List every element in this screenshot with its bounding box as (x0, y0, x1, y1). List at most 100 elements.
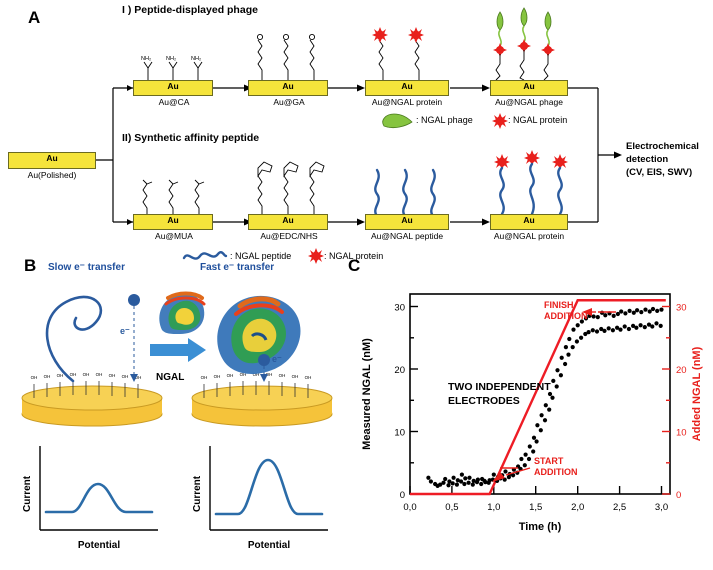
svg-text:10: 10 (394, 428, 405, 439)
svg-text:OH: OH (135, 375, 142, 380)
au-bar-ngal-peptide: Au (365, 214, 449, 230)
svg-text:NH₂: NH₂ (141, 56, 151, 62)
svg-text:Time (h): Time (h) (519, 521, 562, 533)
cv-peak-chart-left: Current Potential (22, 446, 158, 551)
svg-text:OH: OH (96, 372, 103, 377)
svg-text:Measured NGAL (nM): Measured NGAL (nM) (361, 338, 373, 450)
panel-a-letter: A (28, 8, 41, 27)
svg-text:0,0: 0,0 (403, 502, 416, 513)
ngal-protein-structure-icon (152, 288, 208, 336)
legend-phage-label: : NGAL phage (416, 115, 473, 125)
au-ngal-protein-row1-caption: Au@NGAL protein (371, 97, 443, 107)
svg-text:30: 30 (676, 303, 687, 314)
svg-text:OH: OH (266, 372, 273, 377)
au-ngal-peptide-chemistry (374, 168, 436, 218)
au-edc-nhs-chemistry (257, 161, 325, 216)
svg-text:OH: OH (122, 374, 129, 379)
svg-text:OH: OH (31, 375, 38, 380)
svg-text:OH: OH (214, 374, 221, 379)
svg-text:0,5: 0,5 (445, 502, 458, 513)
panel-b-schematic: OH OH OH OH OH OH OH OH OH e⁻ OH OH OH OH OH OH OH… (21, 294, 333, 427)
au-bar-ga: Au (248, 80, 328, 96)
svg-text:20: 20 (394, 365, 405, 376)
panel-c-letter: C (348, 256, 361, 275)
au-bar-ngal-protein-row2: Au (490, 214, 568, 230)
svg-text:Potential: Potential (78, 540, 120, 551)
au-polished-bar: Au (8, 152, 96, 169)
au-bar-mua: Au (133, 214, 213, 230)
panel-c-chart: 0 10 20 30 0 10 20 30 (361, 293, 703, 533)
svg-text:e⁻: e⁻ (272, 354, 282, 364)
svg-text:2,0: 2,0 (571, 502, 584, 513)
svg-text:Added NGAL (nM): Added NGAL (nM) (691, 346, 703, 441)
svg-text:Potential: Potential (248, 540, 290, 551)
svg-text:OH: OH (109, 373, 116, 378)
au-edc-nhs-caption: Au@EDC/NHS (260, 231, 318, 241)
fast-transfer-label: Fast e⁻ transfer (200, 262, 275, 273)
ngal-arrow-label: NGAL (156, 372, 185, 383)
svg-text:0: 0 (400, 490, 405, 501)
svg-text:START: START (534, 456, 564, 466)
route-1-title: I ) Peptide-displayed phage (122, 4, 258, 16)
svg-text:OH: OH (227, 373, 234, 378)
svg-text:OH: OH (201, 375, 208, 380)
svg-text:OH: OH (240, 372, 247, 377)
au-ngal-protein-row2-chemistry (494, 150, 568, 216)
svg-text:OH: OH (83, 372, 90, 377)
au-polished-caption: Au(Polished) (27, 170, 77, 180)
slow-transfer-label: Slow e⁻ transfer (48, 262, 125, 273)
svg-text:NH₂: NH₂ (191, 56, 201, 62)
legend-protein-icon-2 (308, 248, 324, 264)
svg-text:30: 30 (394, 303, 405, 314)
svg-text:OH: OH (44, 374, 51, 379)
legend-protein-label-2: : NGAL protein (324, 251, 384, 261)
svg-text:OH: OH (292, 374, 299, 379)
svg-text:OH: OH (305, 375, 312, 380)
au-ngal-protein-row1-chemistry (372, 27, 424, 80)
au-ga-caption: Au@GA (273, 97, 305, 107)
svg-text:0: 0 (676, 490, 681, 501)
svg-text:20: 20 (676, 365, 687, 376)
au-bar-ngal-protein-row1: Au (365, 80, 449, 96)
svg-text:NH₂: NH₂ (166, 56, 176, 62)
output-line-3: (CV, EIS, SWV) (626, 167, 693, 178)
svg-text:1,5: 1,5 (529, 502, 542, 513)
svg-text:10: 10 (676, 428, 687, 439)
au-ga-chemistry (256, 33, 316, 80)
svg-text:e⁻: e⁻ (120, 326, 130, 336)
legend-phage-icon (382, 113, 413, 129)
svg-text:1,0: 1,0 (487, 502, 500, 513)
legend-peptide-label: : NGAL peptide (230, 251, 292, 261)
ngal-arrow-icon (150, 338, 206, 362)
au-bar-ngal-phage: Au (490, 80, 568, 96)
svg-text:TWO INDEPENDENT: TWO INDEPENDENT (448, 381, 551, 393)
svg-text:Current: Current (22, 475, 33, 512)
svg-text:ELECTRODES: ELECTRODES (448, 395, 520, 407)
legend-protein-icon-1 (492, 113, 508, 129)
svg-text:OH: OH (253, 372, 260, 377)
output-line-2: detection (626, 154, 669, 165)
svg-text:OH: OH (57, 373, 64, 378)
cv-peak-chart-right: Current Potential (192, 446, 328, 551)
legend-protein-label-1: : NGAL protein (508, 115, 568, 125)
au-ngal-phage-caption: Au@NGAL phage (495, 97, 563, 107)
au-mua-chemistry (142, 179, 205, 216)
au-ngal-peptide-caption: Au@NGAL peptide (370, 231, 444, 241)
panel-b-letter: B (24, 256, 37, 275)
au-mua-caption: Au@MUA (155, 231, 193, 241)
svg-text:Current: Current (192, 475, 203, 512)
svg-text:OH: OH (279, 373, 286, 378)
output-line-1: Electrochemical (626, 141, 699, 152)
au-ca-chemistry: NH₂ NH₂ NH₂ (141, 56, 203, 80)
au-ngal-phage-chemistry (493, 7, 555, 81)
svg-text:3,0: 3,0 (655, 502, 668, 513)
route-2-title: II) Synthetic affinity peptide (122, 132, 260, 144)
output-label: Electrochemical detection (CV, EIS, SWV) (626, 140, 712, 179)
svg-text:2,5: 2,5 (613, 502, 626, 513)
svg-text:ADDITION: ADDITION (544, 311, 588, 321)
svg-text:FINISH: FINISH (544, 300, 574, 310)
panel-a-connectors (96, 84, 622, 226)
svg-text:ADDITION: ADDITION (534, 467, 578, 477)
au-ca-caption: Au@CA (158, 97, 190, 107)
